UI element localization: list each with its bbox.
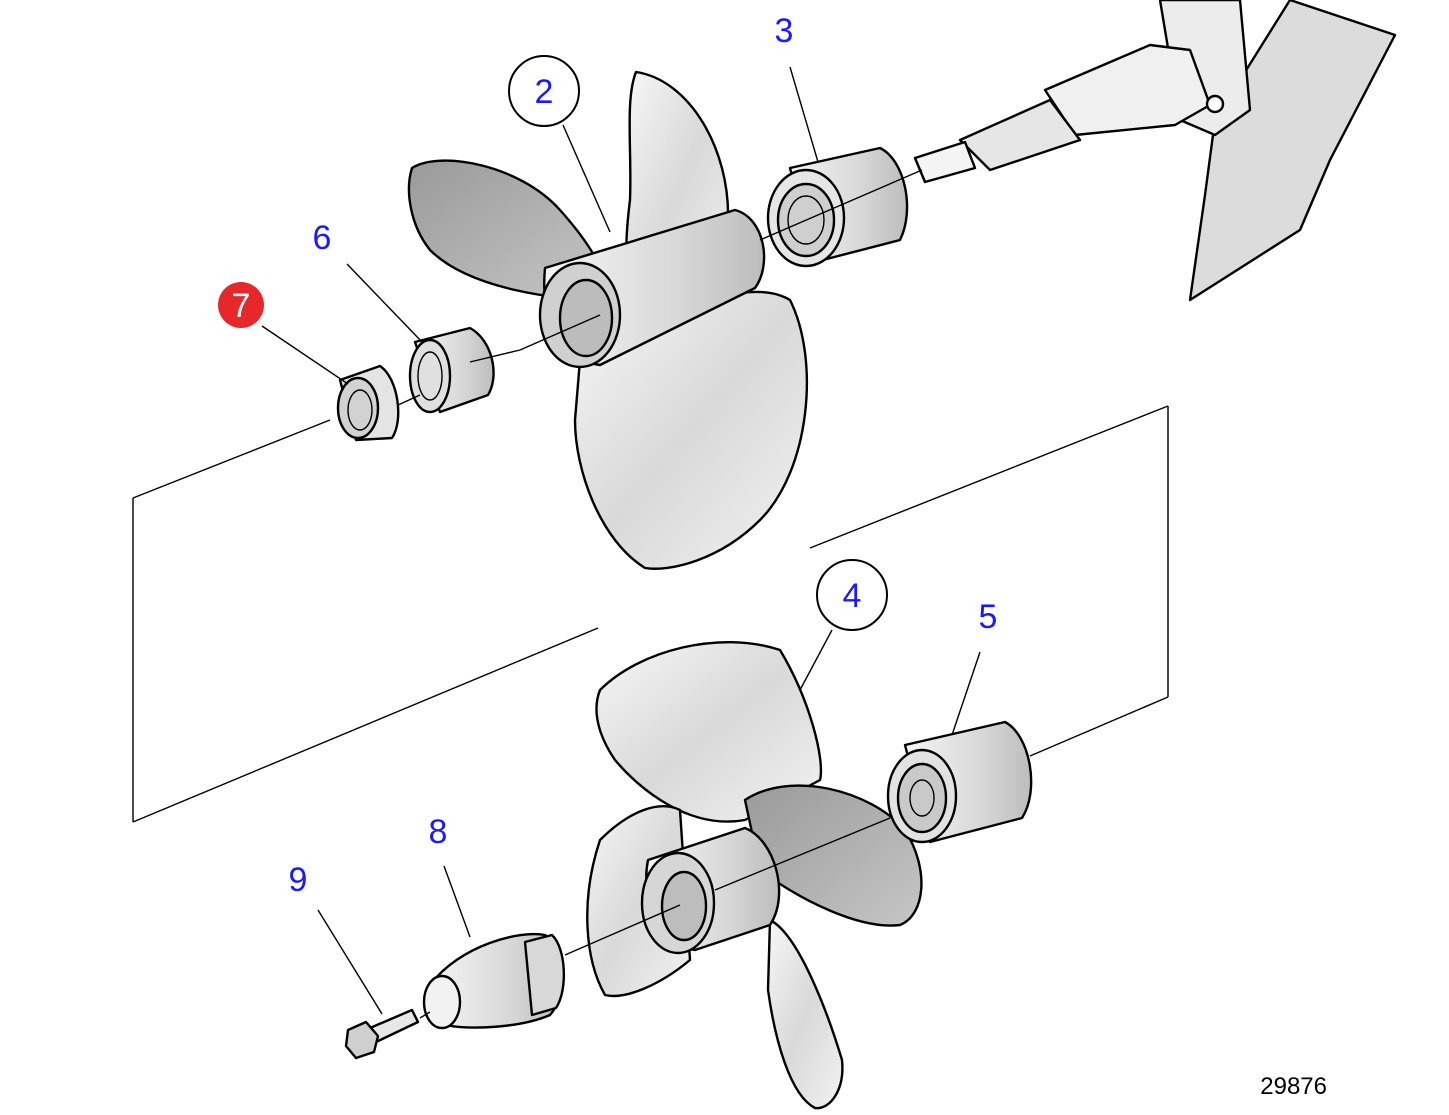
lower-propeller bbox=[586, 640, 923, 1110]
bushing-part-5 bbox=[886, 720, 1033, 844]
callout-7: 7 bbox=[218, 282, 264, 328]
callout-label-2: 2 bbox=[535, 73, 554, 111]
callout-3: 3 bbox=[775, 12, 794, 50]
cone-part-8 bbox=[422, 932, 566, 1030]
assembly-centerlines bbox=[132, 169, 1169, 1019]
callout-4: 4 bbox=[816, 559, 888, 631]
callout-label-7: 7 bbox=[232, 287, 251, 325]
callout-label-9: 9 bbox=[289, 861, 308, 899]
sleeve-part-6 bbox=[408, 326, 495, 414]
callout-5: 5 bbox=[979, 598, 998, 636]
figure-number: 29876 bbox=[1260, 1073, 1327, 1100]
callout-label-5: 5 bbox=[979, 598, 998, 636]
bushing-part-3 bbox=[766, 146, 909, 268]
callout-label-3: 3 bbox=[775, 12, 794, 50]
ring-part-7 bbox=[336, 364, 400, 442]
callout-9: 9 bbox=[289, 861, 308, 899]
callout-2: 2 bbox=[508, 55, 580, 127]
drive-housing bbox=[913, 0, 1397, 302]
callout-label-8: 8 bbox=[429, 813, 448, 851]
callout-label-6: 6 bbox=[313, 219, 332, 257]
bolt-part-9 bbox=[344, 1008, 420, 1060]
upper-propeller bbox=[407, 70, 809, 570]
callout-6: 6 bbox=[313, 219, 332, 257]
callout-label-4: 4 bbox=[843, 577, 862, 615]
callout-8: 8 bbox=[429, 813, 448, 851]
leader-lines bbox=[261, 66, 981, 1015]
